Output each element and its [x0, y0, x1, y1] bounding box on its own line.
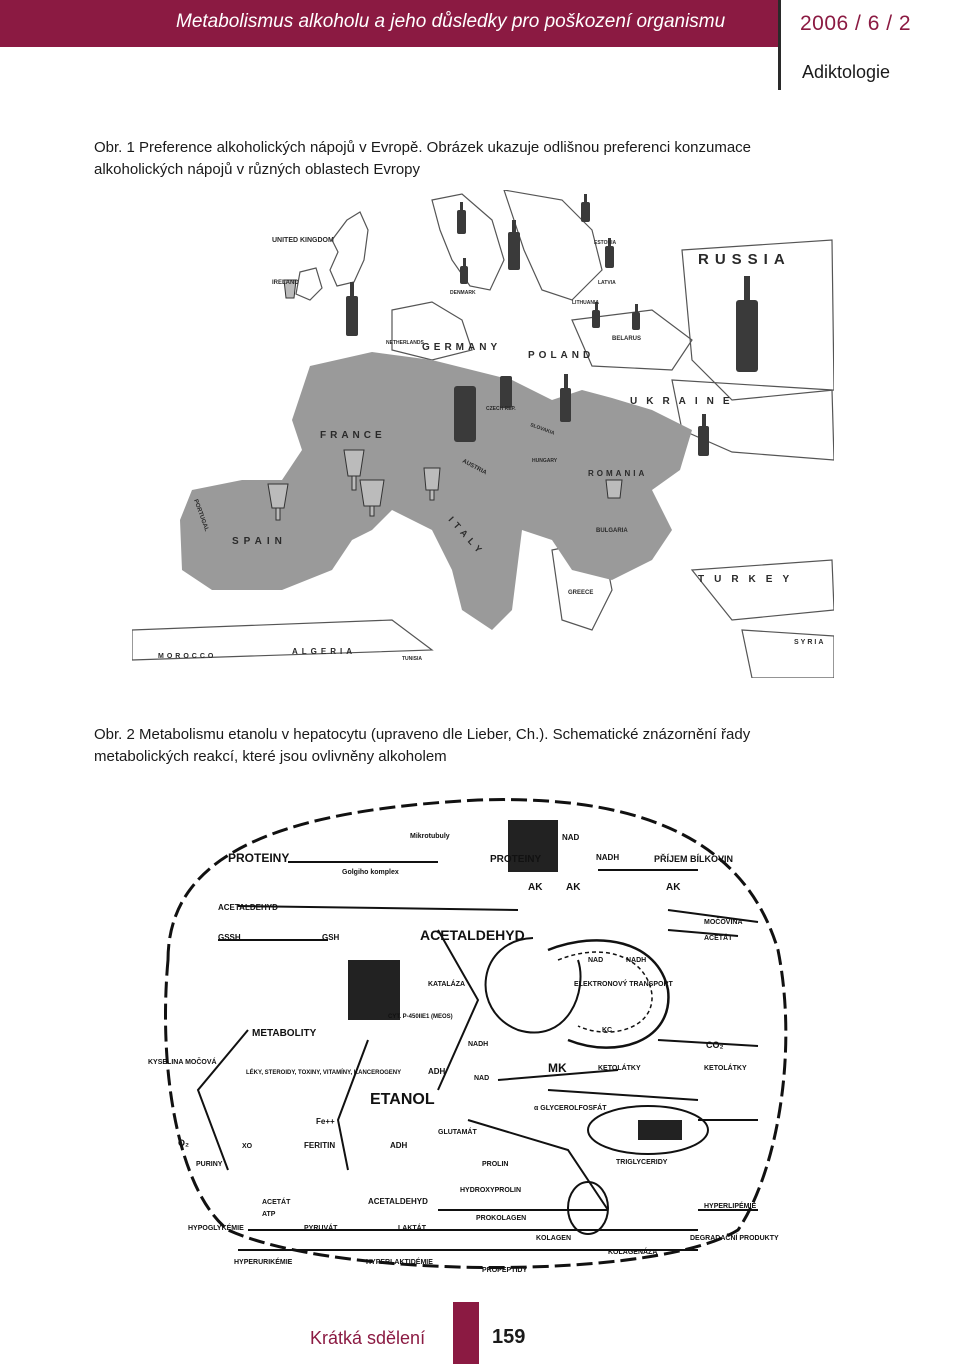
label-laktat: LAKTÁT: [398, 1223, 427, 1232]
label-prolin: PROLIN: [482, 1161, 508, 1168]
map-label-syria: SYRIA: [794, 639, 825, 646]
label-adh1: ADH: [428, 1067, 446, 1076]
label-etanol: ETANOL: [370, 1091, 435, 1108]
figure2-caption-line2: metabolických reakcí, které jsou ovlivně…: [94, 748, 447, 765]
label-adh2: ADH: [390, 1141, 408, 1150]
label-mk: MK: [548, 1061, 567, 1075]
map-label-algeria: ALGERIA: [292, 647, 356, 656]
label-nad2: NAD: [588, 957, 603, 964]
figure1-caption-line1: Obr. 1 Preference alkoholických nápojů v…: [94, 139, 752, 156]
label-trigly: TRIGLYCERIDY: [616, 1159, 668, 1166]
label-pyruvat: PYRUVÁT: [304, 1223, 338, 1232]
map-label-ireland: IRELAND: [272, 280, 299, 286]
figure1-caption: Obr. 1 Preference alkoholických nápojů v…: [94, 137, 794, 181]
label-hydroxyprolin: HYDROXYPROLIN: [460, 1187, 521, 1194]
label-gsh: GSH: [322, 933, 340, 942]
label-nad1: NAD: [562, 833, 580, 842]
label-co2: CO₂: [706, 1040, 724, 1050]
issue-number: 2006 / 6 / 2: [800, 12, 912, 35]
label-kolagen: KOLAGEN: [536, 1235, 571, 1242]
label-acetat2: ACETÁT: [262, 1197, 291, 1206]
map-label-czech: CZECH REP.: [486, 406, 516, 412]
label-acetaldehyd1: ACETALDEHYD: [218, 903, 278, 912]
label-prijem: PŘÍJEM BÍLKOVIN: [654, 853, 733, 864]
europe-map: UNITED KINGDOM IRELAND RUSSIA GERMANY PO…: [132, 190, 834, 678]
label-mocovina: MOČOVINA: [704, 917, 743, 926]
header-bar: Metabolismus alkoholu a jeho důsledky pr…: [0, 0, 778, 47]
label-nadh1: NADH: [596, 853, 619, 862]
label-fe: Fe++: [316, 1117, 335, 1126]
map-label-turkey: TURKEY: [698, 574, 799, 585]
footer-accent-bar: [453, 1302, 479, 1364]
map-label-bulgaria: BULGARIA: [596, 528, 628, 534]
label-kyselina: KYSELINA MOČOVÁ: [148, 1057, 217, 1066]
map-label-romania: ROMANIA: [588, 469, 647, 478]
map-label-netherlands: NETHERLANDS: [386, 340, 424, 346]
label-nadh2: NADH: [626, 957, 646, 964]
map-label-estonia: ESTONIA: [594, 240, 617, 246]
label-hyperurik: HYPERURIKÉMIE: [234, 1257, 293, 1266]
label-acetat1: ACETÁT: [704, 933, 733, 942]
map-label-greece: GREECE: [568, 590, 593, 596]
label-katalaza: KATALÁZA: [428, 979, 465, 988]
map-label-germany: GERMANY: [422, 342, 501, 353]
label-propeptidy: PROPEPTIDY: [482, 1267, 527, 1274]
map-label-latvia: LATVIA: [598, 280, 616, 286]
label-ketolatky1: KETOLÁTKY: [598, 1063, 641, 1072]
label-kolagenaza: KOLAGENÁZA: [608, 1247, 657, 1256]
map-label-tunisia: TUNISIA: [402, 656, 422, 662]
map-label-hungary: HUNGARY: [532, 458, 558, 464]
label-o2: O₂: [178, 1138, 189, 1148]
label-ak2: AK: [566, 882, 581, 893]
label-feritin: FERITIN: [304, 1141, 335, 1150]
label-mikrotubuly: Mikrotubuly: [410, 833, 450, 840]
figure2-caption: Obr. 2 Metabolismu etanolu v hepatocytu …: [94, 724, 794, 768]
map-label-spain: SPAIN: [232, 536, 287, 547]
label-golgiho: Golgiho komplex: [342, 869, 399, 876]
figure1-caption-line2: alkoholických nápojů v různých oblastech…: [94, 161, 421, 178]
label-nadh3: NADH: [468, 1041, 488, 1048]
label-hyperlakt: HYPERLAKTIDÉMIE: [366, 1257, 433, 1266]
map-label-lithuania: LITHUANIA: [572, 300, 599, 306]
label-elektron: ELEKTRONOVÝ TRANSPORT: [574, 979, 674, 988]
figure2-caption-line1: Obr. 2 Metabolismu etanolu v hepatocytu …: [94, 726, 751, 743]
footer-section: Krátká sdělení: [310, 1328, 426, 1348]
label-purin: PURINY: [196, 1161, 223, 1168]
label-ak3: AK: [666, 882, 681, 893]
map-label-uk: UNITED KINGDOM: [272, 237, 334, 244]
label-acetaldehyd3: ACETALDEHYD: [368, 1197, 428, 1206]
label-hypogly: HYPOGLYKÉMIE: [188, 1223, 244, 1232]
map-label-denmark: DENMARK: [450, 290, 476, 296]
page-number: 159: [492, 1326, 526, 1348]
label-proteiny2: PROTEINY: [490, 854, 541, 865]
label-proteiny: PROTEINY: [228, 851, 289, 865]
map-label-poland: POLAND: [528, 350, 594, 361]
label-metabolity: METABOLITY: [252, 1028, 317, 1039]
map-label-belarus: BELARUS: [612, 336, 641, 342]
label-hyperlip: HYPERLIPÉMIE: [704, 1201, 756, 1210]
map-label-france: FRANCE: [320, 430, 386, 441]
label-acetaldehyd-main: ACETALDEHYD: [420, 927, 525, 943]
label-gssh: GSSH: [218, 933, 241, 942]
label-prokolagen: PROKOLAGEN: [476, 1215, 526, 1222]
label-xo: XO: [242, 1143, 253, 1150]
label-ketolatky2: KETOLÁTKY: [704, 1063, 747, 1072]
label-cyt: CYT. P-450IIE1 (MEOS): [388, 1014, 453, 1020]
running-title: Metabolismus alkoholu a jeho důsledky pr…: [176, 11, 726, 32]
label-nad3: NAD: [474, 1075, 489, 1082]
map-label-ukraine: UKRAINE: [630, 396, 739, 407]
map-label-russia: RUSSIA: [698, 251, 791, 268]
ethanol-metabolism-diagram: PROTEINY Mikrotubuly Golgiho komplex PRO…: [138, 790, 818, 1290]
journal-name: Adiktologie: [802, 62, 891, 82]
label-degradacni: DEGRADAČNÍ PRODUKTY: [690, 1233, 779, 1242]
header-divider: [778, 0, 781, 90]
label-glutamat: GLUTAMÁT: [438, 1127, 477, 1136]
label-ak1: AK: [528, 882, 543, 893]
label-leky: LÉKY, STEROIDY, TOXINY, VITAMÍNY, KANCER…: [246, 1068, 401, 1076]
label-kc: KC: [602, 1027, 612, 1034]
map-label-morocco: MOROCCO: [158, 653, 216, 660]
label-glycerol: α GLYCEROLFOSFÁT: [534, 1103, 607, 1112]
label-atp: ATP: [262, 1211, 276, 1218]
